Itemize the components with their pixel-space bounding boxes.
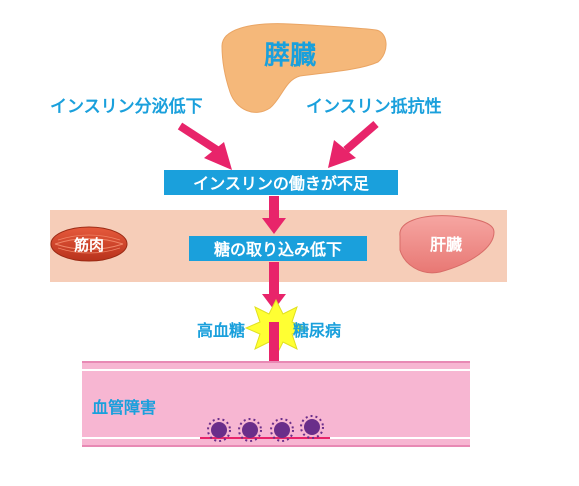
cause-insulin-resistance: インスリン抵抗性 [306, 96, 442, 117]
arrow-down-2 [262, 262, 286, 310]
liver-label: 肝臓 [430, 235, 462, 254]
insulin-deficiency-box: インスリンの働きが不足 [164, 170, 398, 195]
uptake-decrease-box: 糖の取り込み低下 [189, 236, 367, 261]
plaque-group [200, 415, 330, 442]
muscle-illustration: 筋肉 [50, 226, 128, 262]
plaque-icon [207, 418, 231, 442]
hyperglycemia-label: 高血糖 [197, 321, 245, 340]
plaque-icon [238, 418, 262, 442]
muscle-label: 筋肉 [73, 236, 104, 254]
diabetes-label: 糖尿病 [293, 321, 341, 340]
pancreas-label: 膵臓 [264, 41, 316, 71]
plaque-icon [300, 415, 324, 439]
cause-insulin-secretion-decrease: インスリン分泌低下 [50, 96, 203, 117]
arrow-right-diagonal [328, 120, 379, 168]
uptake-decrease-label: 糖の取り込み低下 [214, 240, 342, 259]
arrow-down-1 [262, 196, 286, 234]
pancreas-illustration: 膵臓 [221, 23, 387, 113]
plaque-icon [270, 418, 294, 442]
liver-illustration: 肝臓 [399, 215, 495, 274]
arrow-left-diagonal [177, 122, 232, 170]
insulin-deficiency-label: インスリンの働きが不足 [193, 174, 370, 193]
vascular-damage-label: 血管障害 [92, 398, 156, 417]
